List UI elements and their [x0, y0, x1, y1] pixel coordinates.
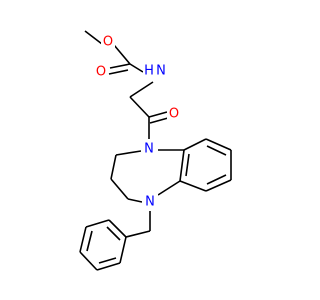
bond-benzo-2-inner: [206, 145, 227, 156]
ring-nitrogen-5-label: N: [145, 195, 155, 210]
bond-benzo-6-inner: [185, 153, 190, 177]
carbamate-carbonyl-oxygen-atom: O: [94, 64, 108, 80]
molecule-structure: O O H N O N N: [79, 30, 232, 271]
bond-benzo-4-inner: [206, 174, 227, 185]
ring-nitrogen-5-atom: N: [142, 193, 158, 211]
bond-amide-c-double-o: [148, 111, 168, 118]
bond-n5-benzo: [157, 180, 181, 196]
bond-phenyl-4-inner: [86, 230, 93, 252]
bond-methyl-o: [84, 30, 103, 45]
bond-phenyl-2: [96, 262, 121, 271]
bond-carbamate-c-double-o-2: [108, 69, 129, 75]
bond-benzyl-ch2-phenyl: [125, 230, 151, 238]
ring-nitrogen-1-atom: N: [141, 140, 157, 158]
bond-phenyl-1: [119, 236, 127, 264]
bond-phenyl-4: [79, 226, 87, 253]
bond-n-ch2: [129, 81, 154, 98]
bond-ch2-amide-c: [129, 96, 150, 118]
bond-lines: [79, 30, 232, 271]
bond-carbamate-c-double-o: [109, 63, 131, 69]
bond-carbamate-c-n: [129, 63, 144, 73]
bond-benzo-1: [183, 138, 207, 151]
bond-benzo-5: [179, 180, 207, 192]
carbamate-carbonyl-oxygen-label: O: [96, 65, 106, 80]
ring-nitrogen-1-label: N: [144, 142, 154, 157]
bond-c3-c4: [110, 178, 129, 200]
bond-phenyl-5: [85, 219, 110, 228]
bond-phenyl-6-inner: [106, 226, 121, 241]
bond-c2-c3: [110, 154, 117, 180]
bond-benzo-4: [205, 179, 232, 192]
atom-labels: O O H N O N N: [94, 34, 181, 211]
amide-oxygen-atom: O: [167, 106, 181, 122]
bond-n1-c2: [115, 150, 142, 156]
bond-amide-c-double-o-2: [149, 117, 169, 124]
carbamate-nitrogen-atom: H N: [143, 62, 171, 80]
bond-o-carbamate-c: [113, 44, 131, 65]
methyl-oxygen-atom: O: [101, 34, 115, 50]
amide-oxygen-label: O: [169, 107, 179, 122]
bond-phenyl-2-inner: [98, 257, 117, 264]
methyl-oxygen-label: O: [103, 35, 113, 50]
bond-benzo-2: [205, 138, 232, 151]
bond-phenyl-6: [108, 219, 127, 238]
carbamate-nitrogen-label: N: [156, 64, 166, 79]
bond-benzo-6: [179, 149, 185, 182]
carbamate-nh-hydrogen-label: H: [144, 64, 154, 79]
bond-c4-n5: [127, 198, 143, 203]
bond-phenyl-3: [79, 251, 98, 271]
